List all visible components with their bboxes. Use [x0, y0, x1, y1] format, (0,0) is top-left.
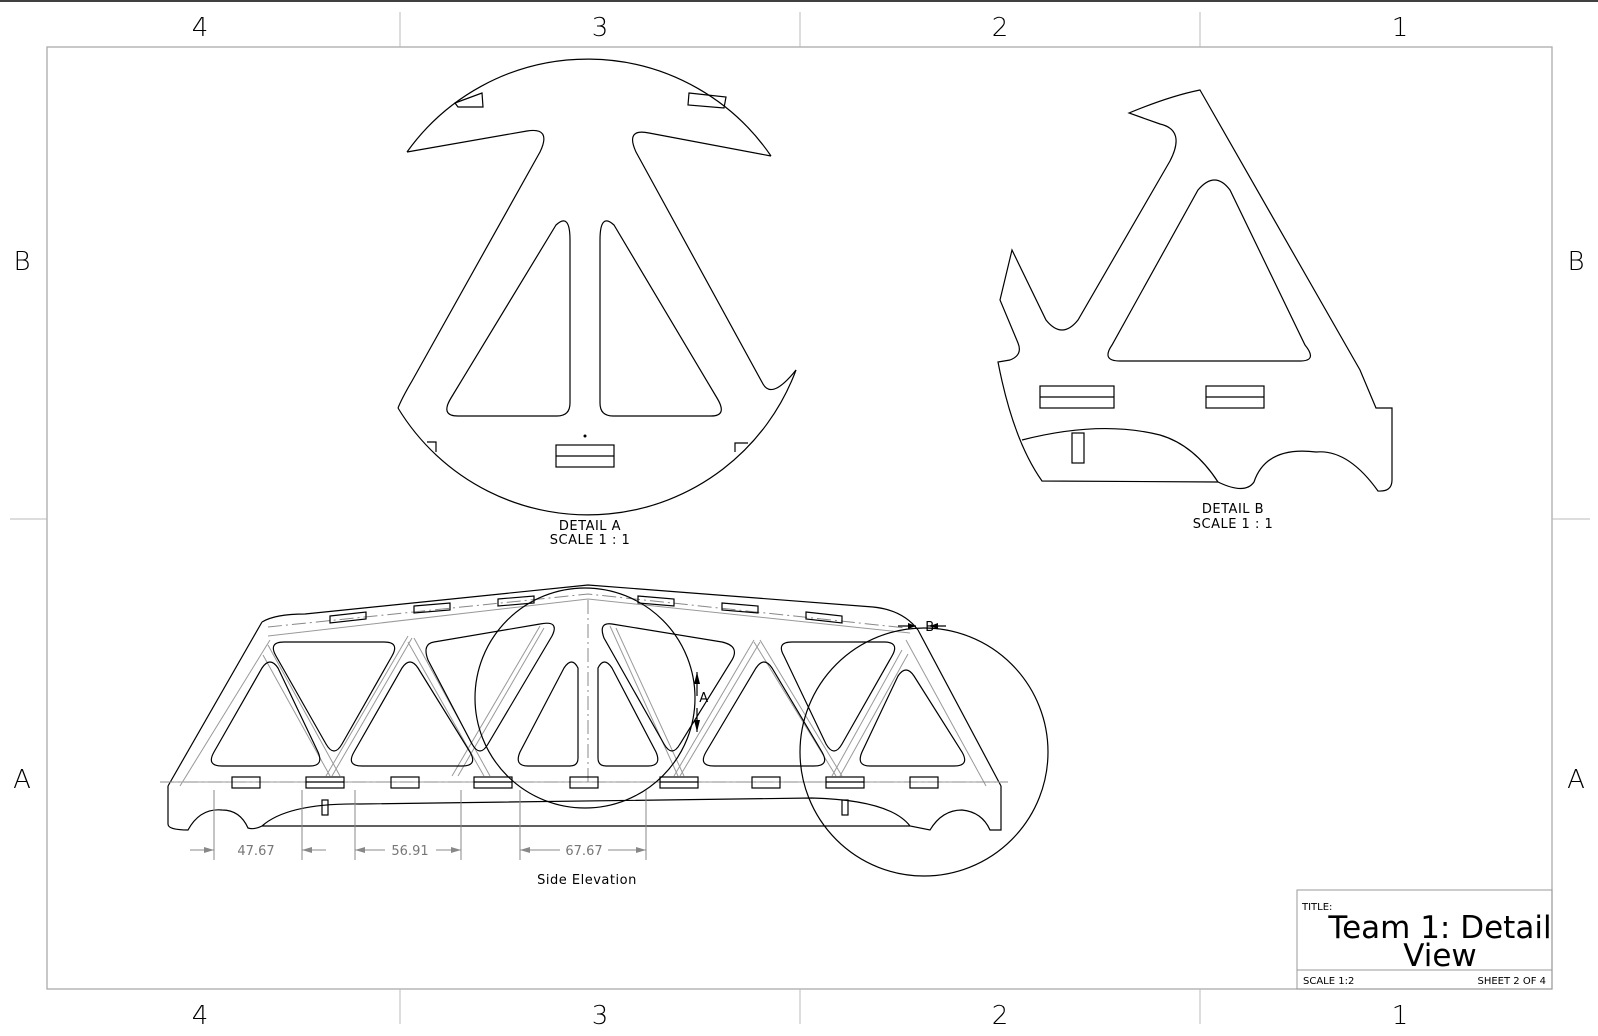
dimension-67-67: 67.67 [565, 844, 602, 859]
detail-a-callout: A [699, 691, 708, 706]
zone-top-3: 3 [592, 13, 609, 43]
side-elevation-view [160, 584, 1049, 877]
title-block-scale: SCALE 1:2 [1303, 976, 1354, 987]
zone-bottom-4: 4 [192, 1001, 209, 1031]
zone-right-a: A [1567, 765, 1585, 795]
zone-dividers [10, 12, 1590, 1024]
detail-a-scale: SCALE 1 : 1 [550, 533, 631, 548]
detail-a-circle [474, 587, 696, 809]
detail-b-label: DETAIL B [1202, 502, 1264, 517]
detail-b-scale: SCALE 1 : 1 [1193, 517, 1274, 532]
side-elevation-label: Side Elevation [537, 873, 637, 888]
drawing-title-line1: Team 1: Detail [1327, 910, 1551, 946]
zone-top-2: 2 [992, 13, 1009, 43]
detail-a-view [397, 58, 797, 516]
zone-left-a: A [13, 765, 31, 795]
zone-bottom-2: 2 [992, 1001, 1009, 1031]
dimension-47-67: 47.67 [237, 844, 274, 859]
zone-bottom-1: 1 [1392, 1001, 1409, 1031]
drawing-title-line2: View [1403, 938, 1477, 974]
detail-b-circle [799, 627, 1049, 877]
detail-a-label: DETAIL A [559, 519, 621, 534]
title-block-sheet: SHEET 2 OF 4 [1478, 976, 1547, 987]
title-block [1296, 889, 1553, 990]
zone-top-1: 1 [1392, 13, 1409, 43]
detail-b-view [997, 89, 1393, 492]
title-label: TITLE: [1301, 902, 1332, 913]
zone-right-b: B [1567, 247, 1584, 277]
zone-bottom-3: 3 [592, 1001, 609, 1031]
zone-left-b: B [13, 247, 30, 277]
detail-b-callout: B [925, 620, 934, 635]
zone-top-4: 4 [192, 13, 209, 43]
dimension-56-91: 56.91 [391, 844, 428, 859]
